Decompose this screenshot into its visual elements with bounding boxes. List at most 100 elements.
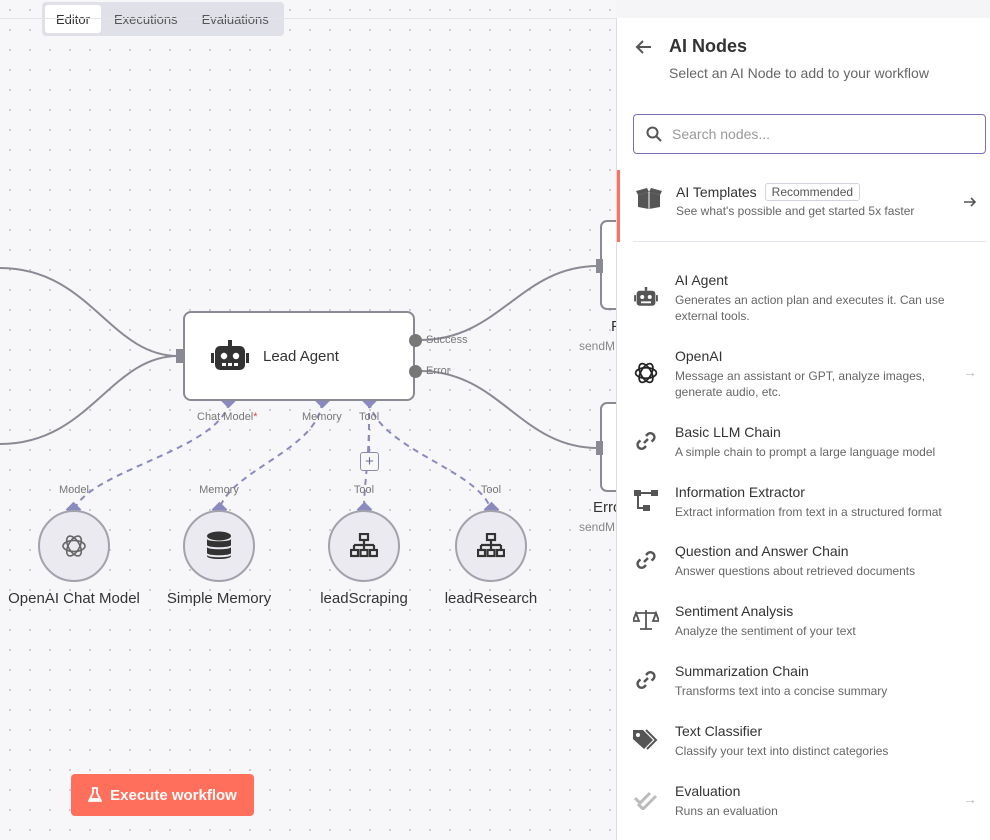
arrow-left-icon[interactable] [635,38,653,56]
node-item-ai-agent[interactable]: AI Agent Generates an action plan and ex… [617,272,990,323]
arrow-right-icon: → [963,364,977,380]
node-item-name: Evaluation [675,783,741,799]
openai-icon [634,362,658,384]
input-tool-label: Tool [359,411,380,423]
execute-workflow-button[interactable]: Execute workflow [71,774,254,816]
openai-icon [62,535,86,557]
node-item-desc: Extract information from text in a struc… [675,505,942,519]
node-item-desc: Generates an action plan and executes it… [675,293,945,323]
sitemap-icon [477,533,505,558]
input-memory-label: Memory [302,411,342,423]
header-divider [0,18,990,19]
wire-error [419,370,599,449]
sub-node-label: leadResearch [444,590,538,607]
robot-icon [211,340,249,370]
node-item-information-extractor[interactable]: Information Extractor Extract informatio… [617,484,990,524]
node-item-name: Sentiment Analysis [675,603,794,619]
partial-node-bottom-title: Erro [593,499,616,516]
node-item-name: OpenAI [675,348,723,364]
sub-port-label: Model [59,484,89,496]
node-item-desc: A simple chain to prompt a large languag… [675,445,936,459]
lead-scraping-node[interactable] [328,510,400,582]
flask-icon [88,787,103,802]
wire-memory [218,401,323,511]
ai-templates-item[interactable]: AI Templates Recommended See what's possi… [617,170,990,242]
node-item-desc: Classify your text into distinct categor… [675,744,889,758]
partial-node-top-subtitle: sendM [579,339,616,353]
partial-node-bottom-subtitle: sendM [579,520,616,534]
partial-node-bottom [600,402,616,492]
input-chat-model-label: Chat Model* [197,411,258,423]
search-icon [646,126,662,142]
node-item-text-classifier[interactable]: Text Classifier Classify your text into … [617,723,990,763]
search-box [633,114,986,154]
sub-node-label: leadScraping [320,590,408,607]
arrow-right-icon: → [963,791,977,807]
node-item-desc: Runs an evaluation [675,804,778,818]
wire-success [419,265,599,341]
check-double-icon [634,791,658,810]
node-item-desc: Answer questions about retrieved documen… [675,564,916,578]
output-success-label: Success [426,334,468,346]
output-error-label: Error [426,365,451,377]
section-divider [633,241,986,242]
node-item-sentiment-analysis[interactable]: Sentiment Analysis Analyze the sentiment… [617,603,990,643]
tab-editor[interactable]: Editor [45,5,101,33]
wire-tool-1 [363,401,371,511]
search-input[interactable] [672,126,962,142]
ai-nodes-panel: AI Nodes Select an AI Node to add to you… [616,18,990,840]
link-icon [636,671,656,689]
partial-node-top [600,220,616,310]
node-item-summarization-chain[interactable]: Summarization Chain Transforms text into… [617,663,990,703]
templates-desc: See what's possible and get started 5x f… [676,204,915,218]
node-item-qa-chain[interactable]: Question and Answer Chain Answer questio… [617,543,990,583]
simple-memory-node[interactable] [183,510,255,582]
workflow-canvas[interactable]: Editor Executions Evaluations Lead Agent… [0,0,616,840]
add-tool-button[interactable]: + [360,452,379,471]
node-item-name: Text Classifier [675,723,763,739]
node-title: Lead Agent [263,347,339,365]
database-icon [207,531,231,559]
sub-node-label: OpenAI Chat Model [8,590,140,607]
node-item-desc: Transforms text into a concise summary [675,684,888,698]
wire-in-bottom [0,355,179,445]
output-error-handle[interactable] [409,365,422,378]
arrow-right-icon [964,197,977,207]
extractor-icon [634,490,658,511]
link-icon [636,551,656,569]
execute-workflow-label: Execute workflow [110,786,237,804]
panel-subtitle: Select an AI Node to add to your workflo… [669,65,929,81]
node-item-basic-llm-chain[interactable]: Basic LLM Chain A simple chain to prompt… [617,424,990,464]
node-item-desc: Message an assistant or GPT, analyze ima… [675,369,926,399]
lead-research-node[interactable] [455,510,527,582]
node-item-openai[interactable]: OpenAI Message an assistant or GPT, anal… [617,348,990,399]
tags-icon [633,729,658,750]
box-open-icon [636,188,662,209]
node-item-name: Summarization Chain [675,663,809,679]
view-tabs: Editor Executions Evaluations [42,2,284,36]
sub-port-label: Tool [480,484,502,496]
sub-port-label: Memory [199,484,239,496]
openai-chat-model-node[interactable] [38,510,110,582]
lead-agent-node[interactable]: Lead Agent [183,311,415,401]
node-item-name: Question and Answer Chain [675,543,849,559]
partial-node-top-title: F [611,318,616,335]
link-icon [636,432,656,450]
node-item-evaluation[interactable]: Evaluation Runs an evaluation → [617,783,990,823]
wire-model [73,401,230,511]
sub-node-label: Simple Memory [166,590,272,607]
node-item-name: Basic LLM Chain [675,424,781,440]
robot-icon [634,287,658,306]
wire-in-top [0,267,179,357]
panel-title: AI Nodes [669,36,748,56]
node-item-name: AI Agent [675,272,728,288]
recommended-badge: Recommended [764,183,861,201]
tab-evaluations[interactable]: Evaluations [201,11,269,27]
templates-title: AI Templates [676,184,757,200]
node-item-name: Information Extractor [675,484,805,500]
tab-executions[interactable]: Executions [113,11,178,27]
balance-scale-icon [633,610,659,630]
node-item-desc: Analyze the sentiment of your text [675,624,856,638]
sitemap-icon [350,533,378,558]
output-success-handle[interactable] [409,334,422,347]
